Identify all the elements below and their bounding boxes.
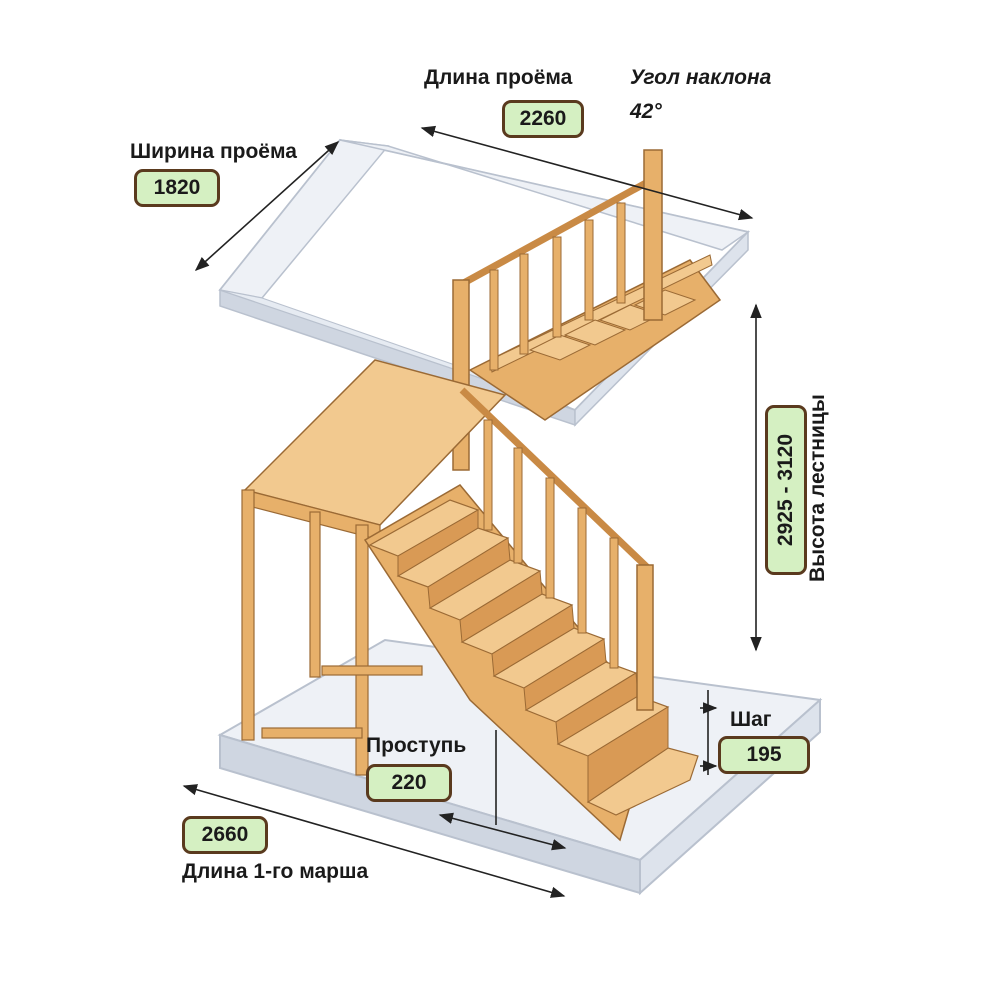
flight-length-badge: 2660 — [182, 816, 268, 854]
height-badge — [765, 405, 807, 575]
opening-width-label: Ширина проёма — [130, 140, 297, 163]
upper-newel-post — [643, 149, 663, 321]
dimension-lines — [182, 125, 762, 898]
landing-leg — [241, 489, 255, 741]
step-badge: 195 — [718, 736, 810, 774]
flight-length-dimension — [182, 784, 566, 898]
tread-dimension — [438, 812, 567, 851]
tread-label: Проступь — [366, 734, 467, 757]
angle-value: 42° — [630, 100, 662, 123]
height-label: Высота лестницы — [806, 394, 829, 582]
opening-length-dimension — [420, 125, 754, 221]
opening-length-badge: 2260 — [502, 100, 584, 138]
tread-badge: 220 — [366, 764, 452, 802]
lower-flight — [363, 387, 699, 842]
landing-platform — [241, 359, 507, 776]
step-label: Шаг — [730, 708, 772, 731]
lower-risers — [397, 509, 669, 803]
opening-width-dimension — [194, 141, 340, 271]
landing-brace — [261, 727, 363, 739]
flight-length-label: Длина 1-го марша — [182, 860, 369, 883]
opening-width-badge: 1820 — [134, 169, 220, 207]
landing-brace — [321, 665, 423, 676]
landing-leg — [355, 524, 369, 776]
opening-length-label: Длина проёма — [424, 66, 573, 89]
upper-balusters — [489, 202, 626, 371]
height-value: 2925 - 3120 — [774, 433, 797, 547]
lower-newel-post — [636, 564, 654, 711]
angle-label: Угол наклона — [630, 66, 772, 89]
landing-leg — [309, 511, 321, 678]
lower-balusters — [483, 419, 619, 669]
